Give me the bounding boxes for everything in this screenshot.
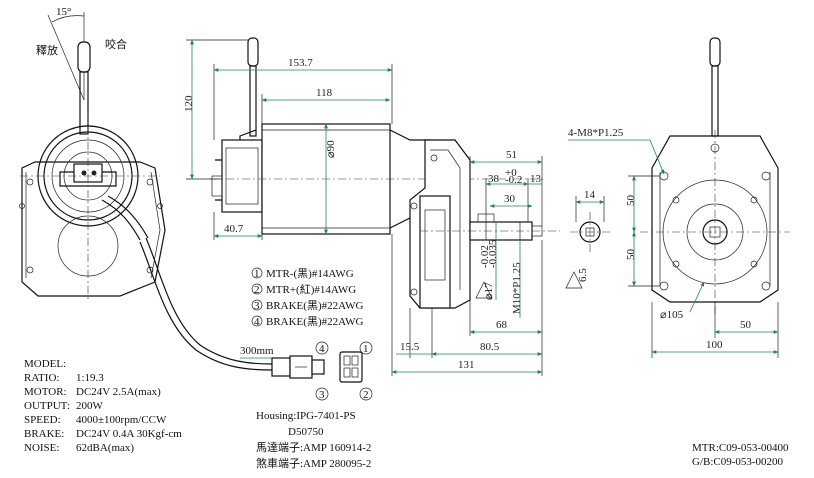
- wire-item: 4 BRAKE(黑)#22AWG: [251, 315, 364, 328]
- spec-value: DC24V 0.4A 30Kgf-cm: [76, 428, 182, 440]
- wire-num: 1: [254, 268, 260, 280]
- spec-label: RATIO:: [24, 372, 59, 384]
- housing-block: Housing:IPG-7401-PS D50750 馬達端子:AMP 1609…: [256, 410, 371, 470]
- part-numbers: MTR:C09-053-00400 G/B:C09-053-00200: [692, 442, 789, 468]
- dim-14: 14: [584, 189, 596, 201]
- cable-length-label: 300mm: [240, 345, 274, 357]
- dim-15-5: 15.5: [400, 341, 420, 353]
- left-end-view: 15° 釋放 咬合: [19, 6, 166, 300]
- wire-text: MTR+(紅)#14AWG: [266, 283, 356, 296]
- connector-pin-4: 4: [319, 343, 325, 355]
- angle-label: 15°: [56, 6, 71, 18]
- housing-line: 煞車端子:AMP 280095-2: [256, 456, 371, 470]
- spec-block: MODEL: RATIO: 1:19.3 MOTOR: DC24V 2.5A(m…: [24, 358, 182, 454]
- spec-value: 62dBA(max): [76, 442, 134, 454]
- wire-num: 3: [254, 300, 260, 312]
- spec-label: NOISE:: [24, 442, 59, 454]
- wire-item: 2 MTR+(紅)#14AWG: [251, 283, 356, 296]
- housing-line: D50750: [288, 426, 324, 438]
- spec-label: SPEED:: [24, 414, 61, 426]
- spec-value: DC24V 2.5A(max): [76, 386, 161, 398]
- spec-label: OUTPUT:: [24, 400, 70, 412]
- dim-13: 13: [530, 173, 542, 185]
- dim-68: 68: [496, 319, 508, 331]
- bite-label: 咬合: [105, 37, 127, 51]
- dim-131: 131: [458, 359, 475, 371]
- spec-label: BRAKE:: [24, 428, 64, 440]
- dim-phi17-tol-up: -0.02: [479, 245, 491, 268]
- spec-value: 4000±100rpm/CCW: [76, 414, 167, 426]
- dim-phi17-tol-dn: -0.035: [487, 239, 499, 268]
- dim-40-7: 40.7: [224, 223, 244, 235]
- connector-face: 4 1 3 2: [315, 341, 373, 401]
- dim-120: 120: [183, 95, 195, 112]
- connector-pin-3: 3: [319, 389, 325, 401]
- dim-phi105: ⌀105: [660, 309, 684, 321]
- dim-50-right: 50: [740, 319, 752, 331]
- dim-38: 38: [488, 173, 500, 185]
- wire-item: 3 BRAKE(黑)#22AWG: [251, 299, 364, 312]
- wire-text: BRAKE(黑)#22AWG: [266, 299, 364, 312]
- spec-label: MODEL:: [24, 358, 66, 370]
- spec-value: 1:19.3: [76, 372, 104, 384]
- dim-50-lower: 50: [625, 249, 637, 261]
- dim-80-5: 80.5: [480, 341, 500, 353]
- spec-label: MOTOR:: [24, 386, 67, 398]
- wire-num: 2: [254, 284, 260, 296]
- gearbox-dimensions: 4-M8*P1.25 50 50 ⌀105 50 100: [568, 127, 779, 358]
- part-number-gearbox: G/B:C09-053-00200: [692, 456, 784, 468]
- wire-text: BRAKE(黑)#22AWG: [266, 315, 364, 328]
- dim-51: 51: [506, 149, 517, 161]
- dim-38-tol-up: +0: [505, 167, 517, 179]
- wire-item: 1 MTR-(黑)#14AWG: [251, 267, 354, 280]
- housing-line: Housing:IPG-7401-PS: [256, 410, 356, 422]
- dim-m10: M10*P1.25: [511, 262, 523, 314]
- gearbox-front-view: [640, 37, 790, 316]
- dim-153-7: 153.7: [288, 57, 313, 69]
- dim-phi90: ⌀90: [325, 140, 337, 158]
- spec-value: 200W: [76, 400, 104, 412]
- dim-6-5: 6.5: [577, 268, 589, 282]
- release-label: 釋放: [36, 43, 58, 57]
- dim-phi17: ⌀17: [483, 282, 495, 300]
- wire-num: 4: [254, 316, 260, 328]
- connector-pin-2: 2: [363, 389, 369, 401]
- motor-dimensions: 153.7 118 120 ⌀90 40.7 51 38 +0 -0.2 13: [183, 39, 543, 376]
- housing-line: 馬達端子:AMP 160914-2: [256, 441, 371, 454]
- dim-38-tol-dn: -0.2: [505, 174, 522, 186]
- wire-text: MTR-(黑)#14AWG: [266, 267, 354, 280]
- connector-pin-1: 1: [363, 343, 369, 355]
- dim-30: 30: [504, 193, 516, 205]
- dim-100: 100: [706, 339, 723, 351]
- dim-118: 118: [316, 87, 333, 99]
- cable: 300mm: [139, 237, 325, 379]
- part-number-motor: MTR:C09-053-00400: [692, 442, 789, 454]
- dim-4-m8: 4-M8*P1.25: [568, 127, 624, 139]
- dim-50-upper: 50: [625, 195, 637, 207]
- wire-list: 1 MTR-(黑)#14AWG 2 MTR+(紅)#14AWG 3 BRAKE(…: [251, 267, 364, 328]
- shaft-end-view: 14 6.5: [565, 189, 610, 289]
